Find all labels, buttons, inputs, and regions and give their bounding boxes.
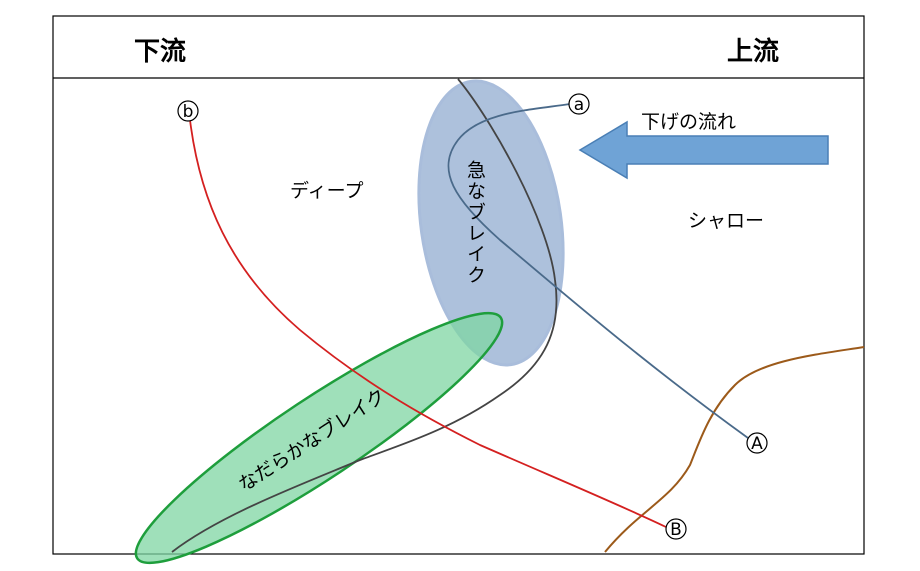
marker-B: B: [665, 518, 687, 540]
gentle-break-zone: [134, 311, 504, 565]
flow-arrow: [578, 120, 829, 180]
svg-text:B: B: [670, 520, 682, 540]
steep-break-zone: [417, 79, 565, 367]
flow-label: 下げの流れ: [641, 111, 736, 133]
marker-b: b: [177, 100, 199, 122]
deep-label: ディープ: [290, 180, 364, 202]
svg-text:A: A: [751, 434, 763, 454]
downstream-label: 下流: [134, 37, 186, 67]
svg-text:a: a: [574, 95, 584, 115]
shallow-contour: [604, 346, 865, 553]
path-b-to-B: [189, 119, 667, 528]
dropoff-contour: [171, 78, 558, 553]
steep-break-label: 急なブレイク: [464, 160, 486, 286]
upstream-label: 上流: [727, 37, 779, 67]
path-a-to-A: [447, 103, 749, 439]
marker-a: a: [568, 93, 590, 115]
marker-A: A: [746, 432, 768, 454]
shallow-label: シャロー: [688, 210, 764, 232]
svg-text:b: b: [183, 102, 194, 122]
